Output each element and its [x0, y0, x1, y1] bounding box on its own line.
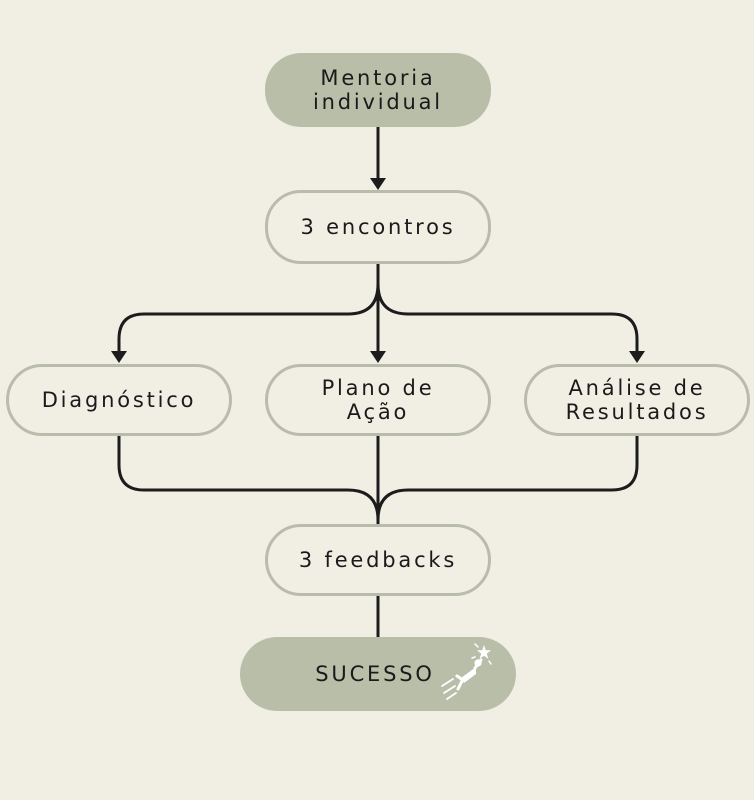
node-mentoria-individual: Mentoria individual: [265, 53, 491, 127]
arrowhead-plan: [370, 351, 386, 363]
node-label: Diagnóstico: [41, 388, 197, 412]
flying-hero-star-icon: [441, 643, 492, 700]
node-label: Análise de Resultados: [565, 376, 709, 424]
node-3-encontros: 3 encontros: [265, 190, 491, 264]
node-diagnostico: Diagnóstico: [6, 364, 232, 436]
node-label: 3 feedbacks: [298, 548, 458, 572]
node-plano-de-acao: Plano de Ação: [265, 364, 491, 436]
node-label: 3 encontros: [300, 215, 456, 239]
node-3-feedbacks: 3 feedbacks: [265, 524, 491, 596]
node-analise-de-resultados: Análise de Resultados: [524, 364, 750, 436]
arrowhead-meetings: [370, 178, 386, 190]
connector-meetings-to-diagnosis: [117, 282, 380, 356]
node-label: SUCESSO: [315, 662, 435, 686]
connector-meetings-to-analysis: [376, 282, 639, 356]
connector-analysis-to-feedbacks: [376, 434, 639, 522]
node-sucesso: SUCESSO: [240, 637, 516, 711]
node-label: Mentoria individual: [313, 66, 443, 114]
node-label: Plano de Ação: [321, 376, 435, 424]
connector-diagnosis-to-feedbacks: [117, 434, 380, 522]
arrowhead-diagnosis: [111, 351, 127, 363]
arrowhead-analysis: [629, 351, 645, 363]
